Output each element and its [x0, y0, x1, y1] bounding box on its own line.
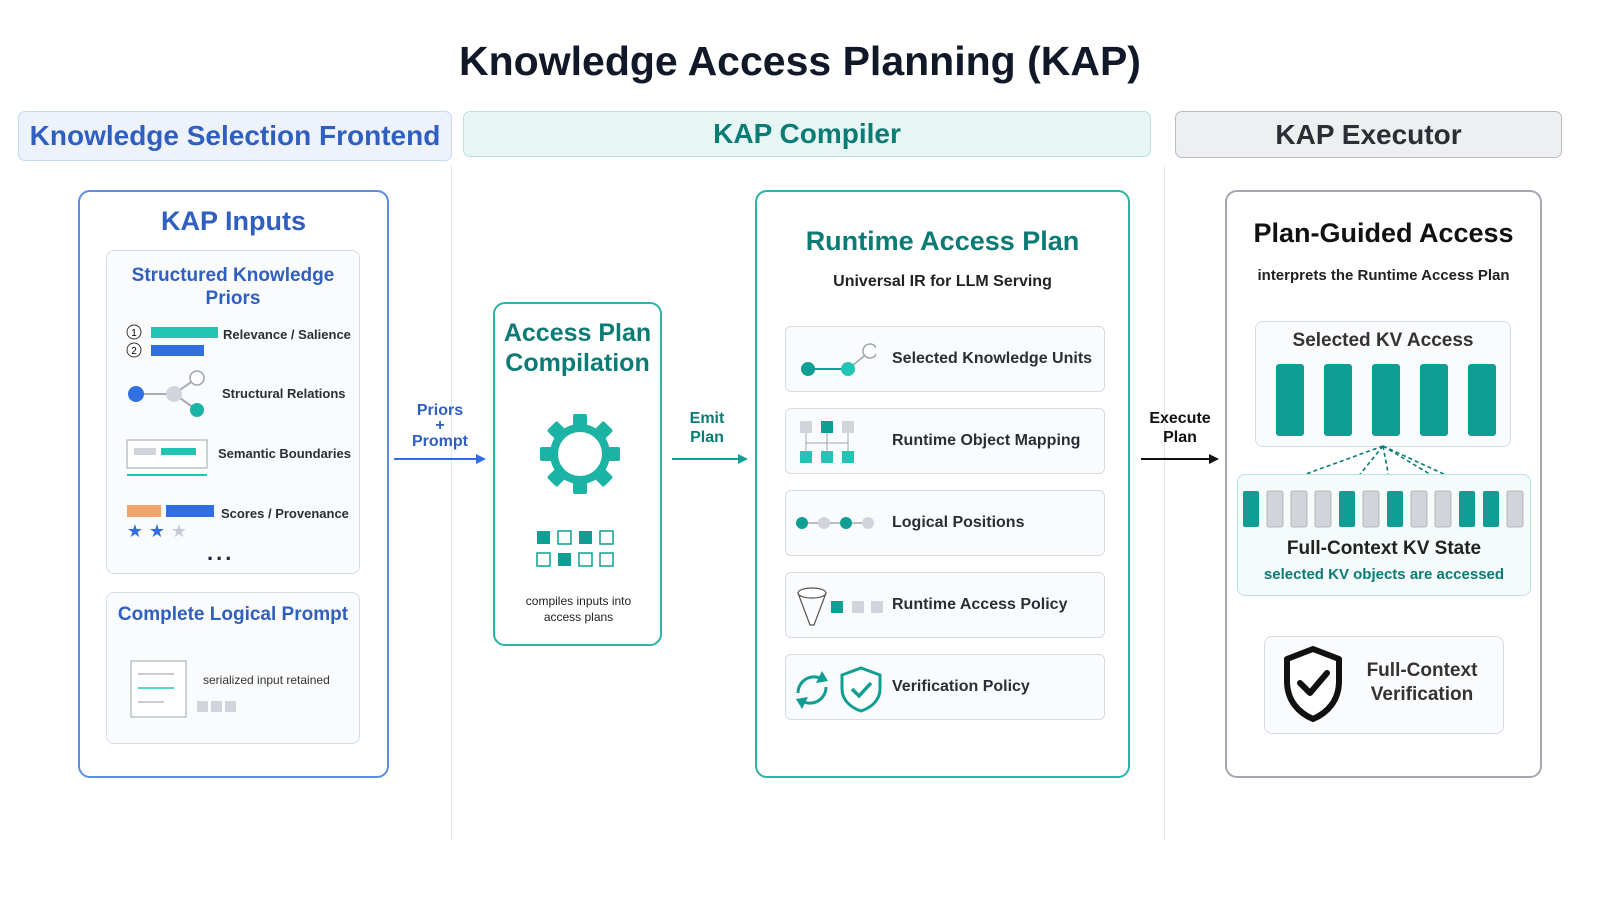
compilation-title: Access Plan Compilation	[503, 319, 652, 377]
kv-state-note: selected KV objects are accessed	[1263, 566, 1505, 583]
item-structural: Structural Relations	[222, 386, 346, 401]
blocks-icon	[197, 701, 236, 712]
kv-access-title: Selected KV Access	[1292, 330, 1474, 351]
kv-bars-icon	[1276, 364, 1496, 436]
item-relevance: Relevance / Salience	[223, 327, 351, 342]
kap-inputs-title: KAP Inputs	[160, 206, 306, 236]
item-semantic: Semantic Boundaries	[218, 446, 351, 461]
runtime-plan-subtitle: Universal IR for LLM Serving	[833, 273, 1052, 290]
arrow-label-execute: Execute Plan	[1149, 410, 1211, 446]
shield-check-icon	[1284, 646, 1342, 722]
mapping-icon	[800, 421, 854, 463]
row-verification-policy: Verification Policy	[785, 654, 1105, 720]
kv-state-cells	[1243, 490, 1524, 528]
verification-title: Full-Context Verification	[1366, 660, 1478, 705]
section-header-executor: KAP Executor	[1175, 111, 1562, 158]
row-object-mapping: Runtime Object Mapping	[785, 408, 1105, 474]
kv-state-title: Full-Context KV State	[1286, 538, 1482, 559]
section-header-frontend: Knowledge Selection Frontend	[18, 111, 452, 161]
row-label: Selected Knowledge Units	[892, 350, 1093, 367]
page-title: Knowledge Access Planning (KAP)	[459, 38, 1141, 84]
arrow-priors	[394, 454, 486, 464]
row-label: Verification Policy	[892, 678, 1030, 695]
priors-box	[106, 250, 360, 574]
runtime-plan-title: Runtime Access Plan	[805, 226, 1080, 256]
gear-icon	[540, 414, 620, 494]
row-access-policy: Runtime Access Policy	[785, 572, 1105, 638]
row-label: Logical Positions	[892, 514, 1025, 531]
divider	[451, 165, 452, 840]
arrow-label-priors: Priors + Prompt	[412, 402, 468, 450]
item-scores: Scores / Provenance	[221, 506, 349, 521]
executor-subtitle: interprets the Runtime Access Plan	[1257, 267, 1510, 284]
svg-text:1: 1	[131, 328, 137, 339]
ellipsis: ...	[207, 540, 235, 565]
arrow-label-emit: Emit Plan	[689, 410, 725, 446]
boundary-icon	[126, 439, 208, 476]
row-label: Runtime Access Policy	[892, 596, 1068, 613]
priors-title: Structured Knowledge Priors	[131, 265, 335, 309]
section-header-compiler: KAP Compiler	[463, 111, 1151, 157]
filter-icon	[797, 587, 883, 626]
compilation-caption: compiles inputs into access plans	[525, 594, 632, 624]
row-knowledge-units: Selected Knowledge Units	[785, 326, 1105, 392]
positions-icon	[796, 517, 874, 529]
arrow-emit	[672, 454, 748, 464]
svg-text:2: 2	[131, 346, 137, 357]
relevance-icon: 1 2	[126, 324, 218, 358]
prompt-title: Complete Logical Prompt	[117, 604, 349, 625]
graph-icon	[128, 370, 205, 417]
arrow-execute	[1141, 454, 1219, 464]
svg-text:★: ★	[171, 521, 187, 539]
knowledge-units-icon	[801, 343, 876, 376]
kv-state-box	[1237, 474, 1531, 596]
scores-icon: ★ ★ ★	[127, 505, 214, 539]
document-icon	[130, 660, 187, 718]
svg-text:★: ★	[127, 521, 143, 539]
plan-grid-icon	[536, 530, 614, 567]
row-label: Runtime Object Mapping	[892, 432, 1081, 449]
row-logical-positions: Logical Positions	[785, 490, 1105, 556]
refresh-shield-icon	[796, 666, 882, 713]
executor-title: Plan-Guided Access	[1253, 218, 1514, 248]
prompt-note: serialized input retained	[203, 673, 330, 687]
svg-text:★: ★	[149, 521, 165, 539]
divider	[1164, 165, 1165, 840]
